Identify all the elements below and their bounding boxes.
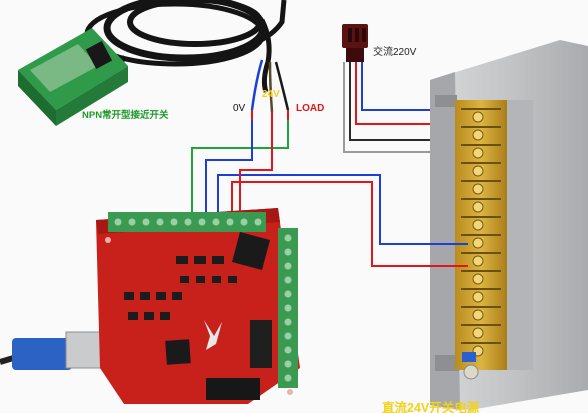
load-label: LOAD — [296, 103, 325, 114]
twenty-four-volt-label: 24V — [262, 89, 280, 100]
sensor-signal-wires — [191, 120, 289, 215]
npn-proximity-sensor-icon — [18, 28, 128, 126]
switching-power-supply-icon — [430, 40, 588, 410]
psu-title-label: 直流24V开关电源 — [382, 401, 480, 413]
npn-sensor-label: NPN常开型接近开关 — [82, 110, 169, 121]
ac-power-plug-icon — [342, 24, 368, 62]
ac-input-wires — [343, 62, 462, 153]
ac-input-label: 交流220V — [373, 47, 417, 58]
zero-volt-label: 0V — [233, 103, 246, 114]
control-board-icon — [96, 208, 300, 404]
sensor-leads — [250, 59, 290, 122]
dc-output-wires — [217, 174, 468, 267]
